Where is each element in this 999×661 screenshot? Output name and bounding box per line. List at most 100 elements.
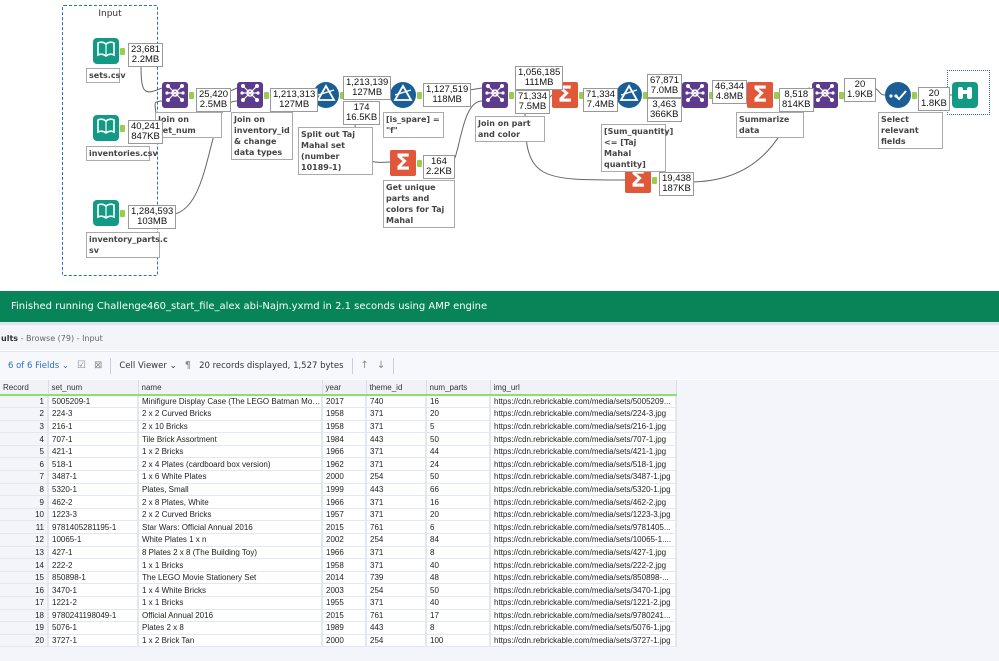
cell-set-num[interactable]: 5076-1: [48, 621, 139, 635]
cell-name[interactable]: 1 x 2 Bricks: [138, 445, 323, 459]
cell-num-parts[interactable]: 50: [426, 583, 491, 597]
cell-img-url[interactable]: https://cdn.rebrickable.com/media/sets/8…: [490, 571, 677, 585]
cell-year[interactable]: 2002: [322, 533, 367, 547]
cell-img-url[interactable]: https://cdn.rebrickable.com/media/sets/7…: [490, 432, 677, 446]
cell-num-parts[interactable]: 66: [426, 483, 491, 497]
cell-theme-id[interactable]: 371: [366, 445, 427, 459]
cell-num-parts[interactable]: 44: [426, 445, 491, 459]
cell-num-parts[interactable]: 16: [426, 495, 491, 509]
cell-set-num[interactable]: 518-1: [48, 457, 139, 472]
cell-num-parts[interactable]: 84: [426, 533, 491, 547]
join-tool[interactable]: [682, 82, 708, 108]
cell-theme-id[interactable]: 739: [366, 571, 427, 585]
input-tool[interactable]: [93, 38, 119, 64]
cell-num-parts[interactable]: 40: [426, 596, 491, 610]
sum-tool[interactable]: Σ: [390, 150, 416, 176]
cell-year[interactable]: 2003: [322, 583, 367, 597]
cell-theme-id[interactable]: 371: [366, 495, 427, 509]
filter-tool[interactable]: [616, 82, 642, 108]
cell-record[interactable]: 20: [0, 634, 49, 648]
cell-num-parts[interactable]: 40: [426, 558, 491, 572]
cell-theme-id[interactable]: 371: [366, 508, 427, 522]
cell-set-num[interactable]: 462-2: [48, 495, 139, 509]
column-header-num-parts[interactable]: num_parts: [426, 380, 491, 396]
cell-name[interactable]: Tile Brick Assortment: [138, 432, 323, 446]
cell-theme-id[interactable]: 371: [366, 546, 427, 560]
cell-set-num[interactable]: 5005209-1: [48, 395, 139, 409]
cell-theme-id[interactable]: 254: [366, 470, 427, 484]
cell-set-num[interactable]: 427-1: [48, 546, 139, 560]
cell-year[interactable]: 2017: [322, 395, 367, 409]
cell-record[interactable]: 2: [0, 407, 49, 421]
cell-img-url[interactable]: https://cdn.rebrickable.com/media/sets/1…: [490, 533, 677, 547]
cell-set-num[interactable]: 707-1: [48, 432, 139, 446]
cell-record[interactable]: 17: [0, 596, 49, 610]
output-anchor[interactable]: [643, 92, 648, 99]
cell-theme-id[interactable]: 254: [366, 533, 427, 547]
cell-img-url[interactable]: https://cdn.rebrickable.com/media/sets/4…: [490, 495, 677, 509]
cell-theme-id[interactable]: 371: [366, 407, 427, 421]
cell-set-num[interactable]: 1221-2: [48, 596, 139, 610]
cell-num-parts[interactable]: 17: [426, 609, 491, 623]
cell-record[interactable]: 18: [0, 609, 49, 623]
cell-theme-id[interactable]: 371: [366, 558, 427, 572]
cell-num-parts[interactable]: 5: [426, 420, 491, 434]
output-anchor[interactable]: [774, 92, 779, 99]
cell-record[interactable]: 1: [0, 395, 49, 409]
cell-set-num[interactable]: 850898-1: [48, 571, 139, 585]
cell-num-parts[interactable]: 20: [426, 508, 491, 522]
cell-record[interactable]: 10: [0, 508, 49, 522]
cell-num-parts[interactable]: 20: [426, 407, 491, 421]
cell-name[interactable]: Plates, Small: [138, 483, 323, 497]
cell-name[interactable]: Star Wars: Official Annual 2016: [138, 520, 323, 535]
cell-num-parts[interactable]: 6: [426, 520, 491, 535]
cell-img-url[interactable]: https://cdn.rebrickable.com/media/sets/3…: [490, 634, 677, 648]
cell-set-num[interactable]: 3470-1: [48, 583, 139, 597]
cell-year[interactable]: 1999: [322, 483, 367, 497]
cell-year[interactable]: 1957: [322, 508, 367, 522]
cell-record[interactable]: 14: [0, 558, 49, 572]
cell-theme-id[interactable]: 371: [366, 420, 427, 434]
arrow-up-icon[interactable]: ↑: [360, 360, 369, 371]
cell-record[interactable]: 13: [0, 546, 49, 560]
cell-name[interactable]: Official Annual 2016: [138, 609, 323, 623]
column-header-year[interactable]: year: [322, 380, 367, 396]
cell-record[interactable]: 9: [0, 495, 49, 509]
output-anchor[interactable]: [340, 92, 345, 99]
cell-theme-id[interactable]: 443: [366, 483, 427, 497]
cell-set-num[interactable]: 9780241198049-1: [48, 609, 139, 623]
cell-year[interactable]: 2014: [322, 571, 367, 585]
cell-record[interactable]: 5: [0, 445, 49, 459]
cell-img-url[interactable]: https://cdn.rebrickable.com/media/sets/5…: [490, 395, 677, 409]
input-tool[interactable]: [93, 115, 119, 141]
cell-record[interactable]: 15: [0, 571, 49, 585]
select-tool[interactable]: [885, 82, 911, 108]
cell-year[interactable]: 1966: [322, 445, 367, 459]
cell-num-parts[interactable]: 24: [426, 457, 491, 472]
cell-year[interactable]: 1958: [322, 407, 367, 421]
cell-img-url[interactable]: https://cdn.rebrickable.com/media/sets/2…: [490, 558, 677, 572]
output-anchor[interactable]: [189, 92, 194, 99]
cell-set-num[interactable]: 3487-1: [48, 470, 139, 484]
output-anchor[interactable]: [509, 92, 514, 99]
cell-img-url[interactable]: https://cdn.rebrickable.com/media/sets/3…: [490, 583, 677, 597]
cell-num-parts[interactable]: 8: [426, 546, 491, 560]
cell-record[interactable]: 6: [0, 457, 49, 472]
column-header-record[interactable]: Record: [0, 380, 49, 396]
cell-set-num[interactable]: 3727-1: [48, 634, 139, 648]
output-anchor[interactable]: [912, 92, 917, 99]
cell-img-url[interactable]: https://cdn.rebrickable.com/media/sets/4…: [490, 546, 677, 560]
